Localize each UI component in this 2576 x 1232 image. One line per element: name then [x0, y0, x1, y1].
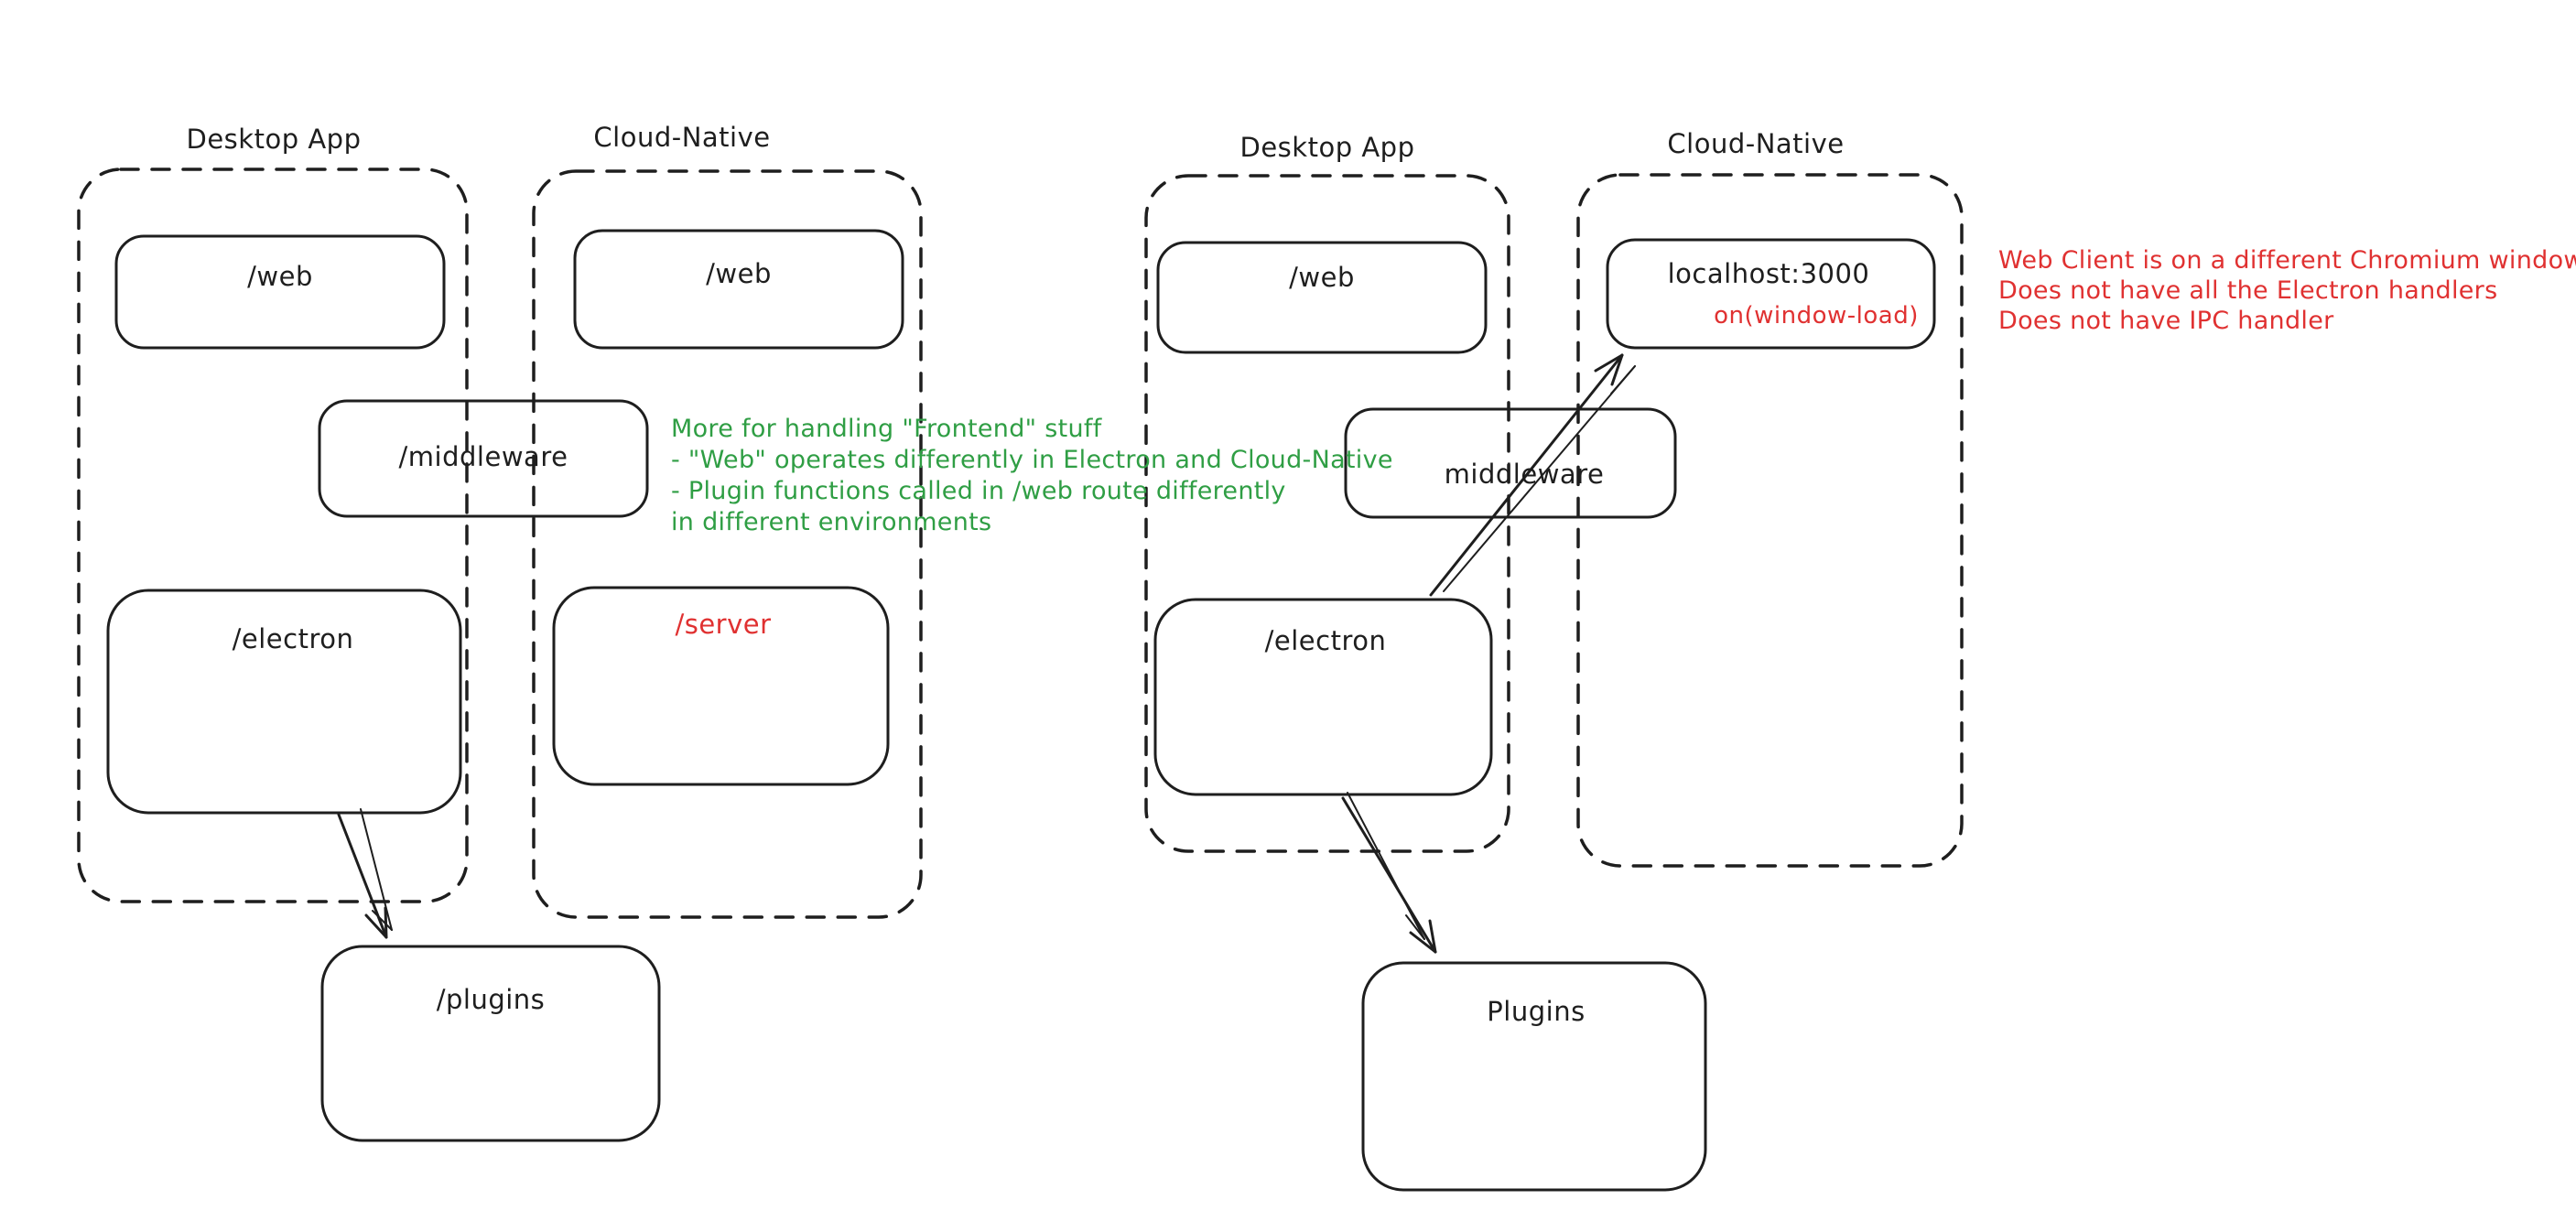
left-web-desktop-label: /web: [247, 261, 313, 292]
left-cloud-native-title: Cloud-Native: [593, 122, 771, 153]
left-desktop-app-title: Desktop App: [186, 124, 362, 155]
left-web-cloud-label: /web: [706, 258, 772, 289]
right-web-label: /web: [1289, 262, 1355, 293]
green-note: More for handling "Frontend" stuff - "We…: [671, 414, 1393, 538]
right-localhost-label: localhost:3000: [1667, 258, 1870, 289]
arrow-right-electron-to-plugins: [1341, 792, 1437, 954]
right-web-box: [1156, 241, 1488, 354]
green-note-line-4: in different environments: [671, 508, 992, 536]
green-note-line-3: - Plugin functions called in /web route …: [671, 477, 1286, 505]
right-on-window-load-label: on(window-load): [1714, 302, 1919, 330]
left-middleware-label: /middleware: [398, 441, 568, 472]
left-desktop-app-container: [77, 168, 469, 903]
left-server-label: /server: [675, 609, 772, 640]
right-middleware-box: [1344, 407, 1677, 519]
right-electron-label: /electron: [1264, 625, 1387, 656]
right-plugins-label: Plugins: [1487, 996, 1586, 1027]
left-web-desktop-box: [114, 234, 446, 350]
right-plugins-box: [1361, 961, 1707, 1192]
right-desktop-app-title: Desktop App: [1239, 132, 1415, 163]
left-cloud-native-container: [532, 169, 923, 919]
green-note-line-1: More for handling "Frontend" stuff: [671, 415, 1102, 443]
arrow-right-electron-to-localhost: [1429, 353, 1636, 597]
left-server-box: [552, 586, 890, 786]
left-web-cloud-box: [573, 229, 904, 350]
right-electron-box: [1153, 598, 1493, 796]
arrow-left-electron-to-plugins: [337, 808, 393, 939]
red-note-line-2: Does not have all the Electron handlers: [1998, 276, 2498, 305]
left-middleware-box: [318, 399, 649, 518]
right-middleware-label: middleware: [1444, 459, 1605, 490]
right-localhost-box: [1606, 238, 1936, 350]
left-plugins-box: [320, 945, 661, 1142]
red-note-line-3: Does not have IPC handler: [1998, 307, 2334, 335]
left-plugins-label: /plugins: [436, 984, 546, 1015]
red-note: Web Client is on a different Chromium wi…: [1998, 245, 2576, 336]
left-electron-box: [106, 589, 462, 815]
green-note-line-2: - "Web" operates differently in Electron…: [671, 446, 1393, 474]
right-cloud-native-container: [1576, 173, 1964, 868]
red-note-line-1: Web Client is on a different Chromium wi…: [1998, 246, 2576, 275]
right-cloud-native-title: Cloud-Native: [1667, 128, 1845, 159]
left-electron-label: /electron: [232, 623, 354, 654]
